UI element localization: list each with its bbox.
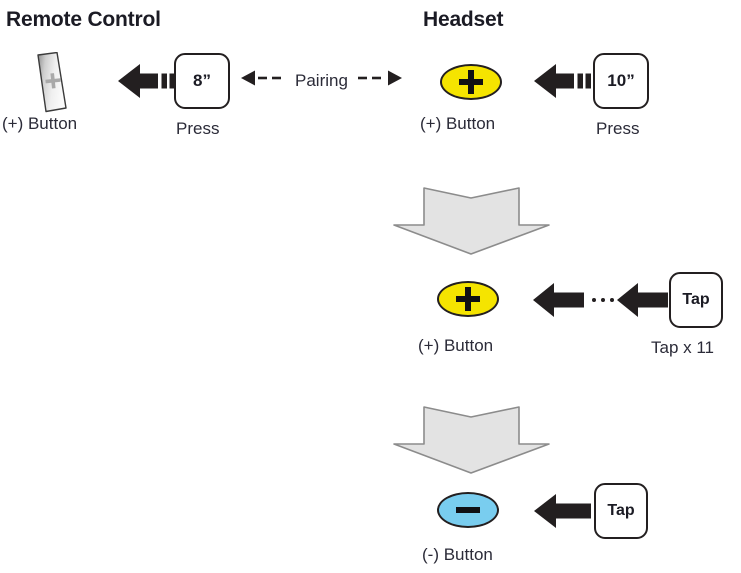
pairing-arrow-right-icon xyxy=(354,70,402,91)
tap-arrow-left-bottom-icon xyxy=(534,493,592,529)
pairing-arrow-left-icon xyxy=(241,70,289,91)
press-arrow-left-remote-icon xyxy=(118,62,176,100)
flow-down-arrow-2-icon xyxy=(393,393,550,480)
remote-plus-button-label: (+) Button xyxy=(2,114,78,133)
pairing-label: Pairing xyxy=(295,70,348,90)
headset-minus-button[interactable] xyxy=(437,492,499,528)
tap-arrow-left-1-icon xyxy=(533,282,585,318)
heading-remote-control: Remote Control xyxy=(6,8,161,31)
headset-plus-button-top[interactable] xyxy=(440,64,502,100)
headset-minus-button-label: (-) Button xyxy=(422,545,493,564)
headset-plus-button-label-middle: (+) Button xyxy=(418,336,494,355)
tap-box-bottom[interactable]: Tap xyxy=(594,483,648,539)
tap-arrow-left-2-icon xyxy=(617,282,669,318)
remote-press-duration-box[interactable]: 8” xyxy=(174,53,230,109)
headset-plus-button-label-top: (+) Button xyxy=(420,114,496,133)
tap-box-middle-value: Tap xyxy=(682,291,710,308)
heading-headset: Headset xyxy=(423,8,504,31)
remote-plus-key-icon xyxy=(29,52,75,114)
pairing-connector: Pairing xyxy=(241,70,402,91)
tap-repeat-dots-icon xyxy=(592,298,614,302)
tap-box-middle[interactable]: Tap xyxy=(669,272,723,328)
remote-press-duration-value: 8” xyxy=(193,71,211,90)
tap-count-caption: Tap x 11 xyxy=(651,338,715,357)
headset-press-duration-value: 10” xyxy=(607,71,635,90)
remote-press-caption: Press xyxy=(176,119,220,138)
press-arrow-left-headset-icon xyxy=(534,62,592,100)
headset-plus-button-middle[interactable] xyxy=(437,281,499,317)
headset-press-duration-box[interactable]: 10” xyxy=(593,53,649,109)
flow-down-arrow-1-icon xyxy=(393,174,550,261)
headset-press-caption: Press xyxy=(596,119,640,138)
tap-box-bottom-value: Tap xyxy=(607,502,635,519)
